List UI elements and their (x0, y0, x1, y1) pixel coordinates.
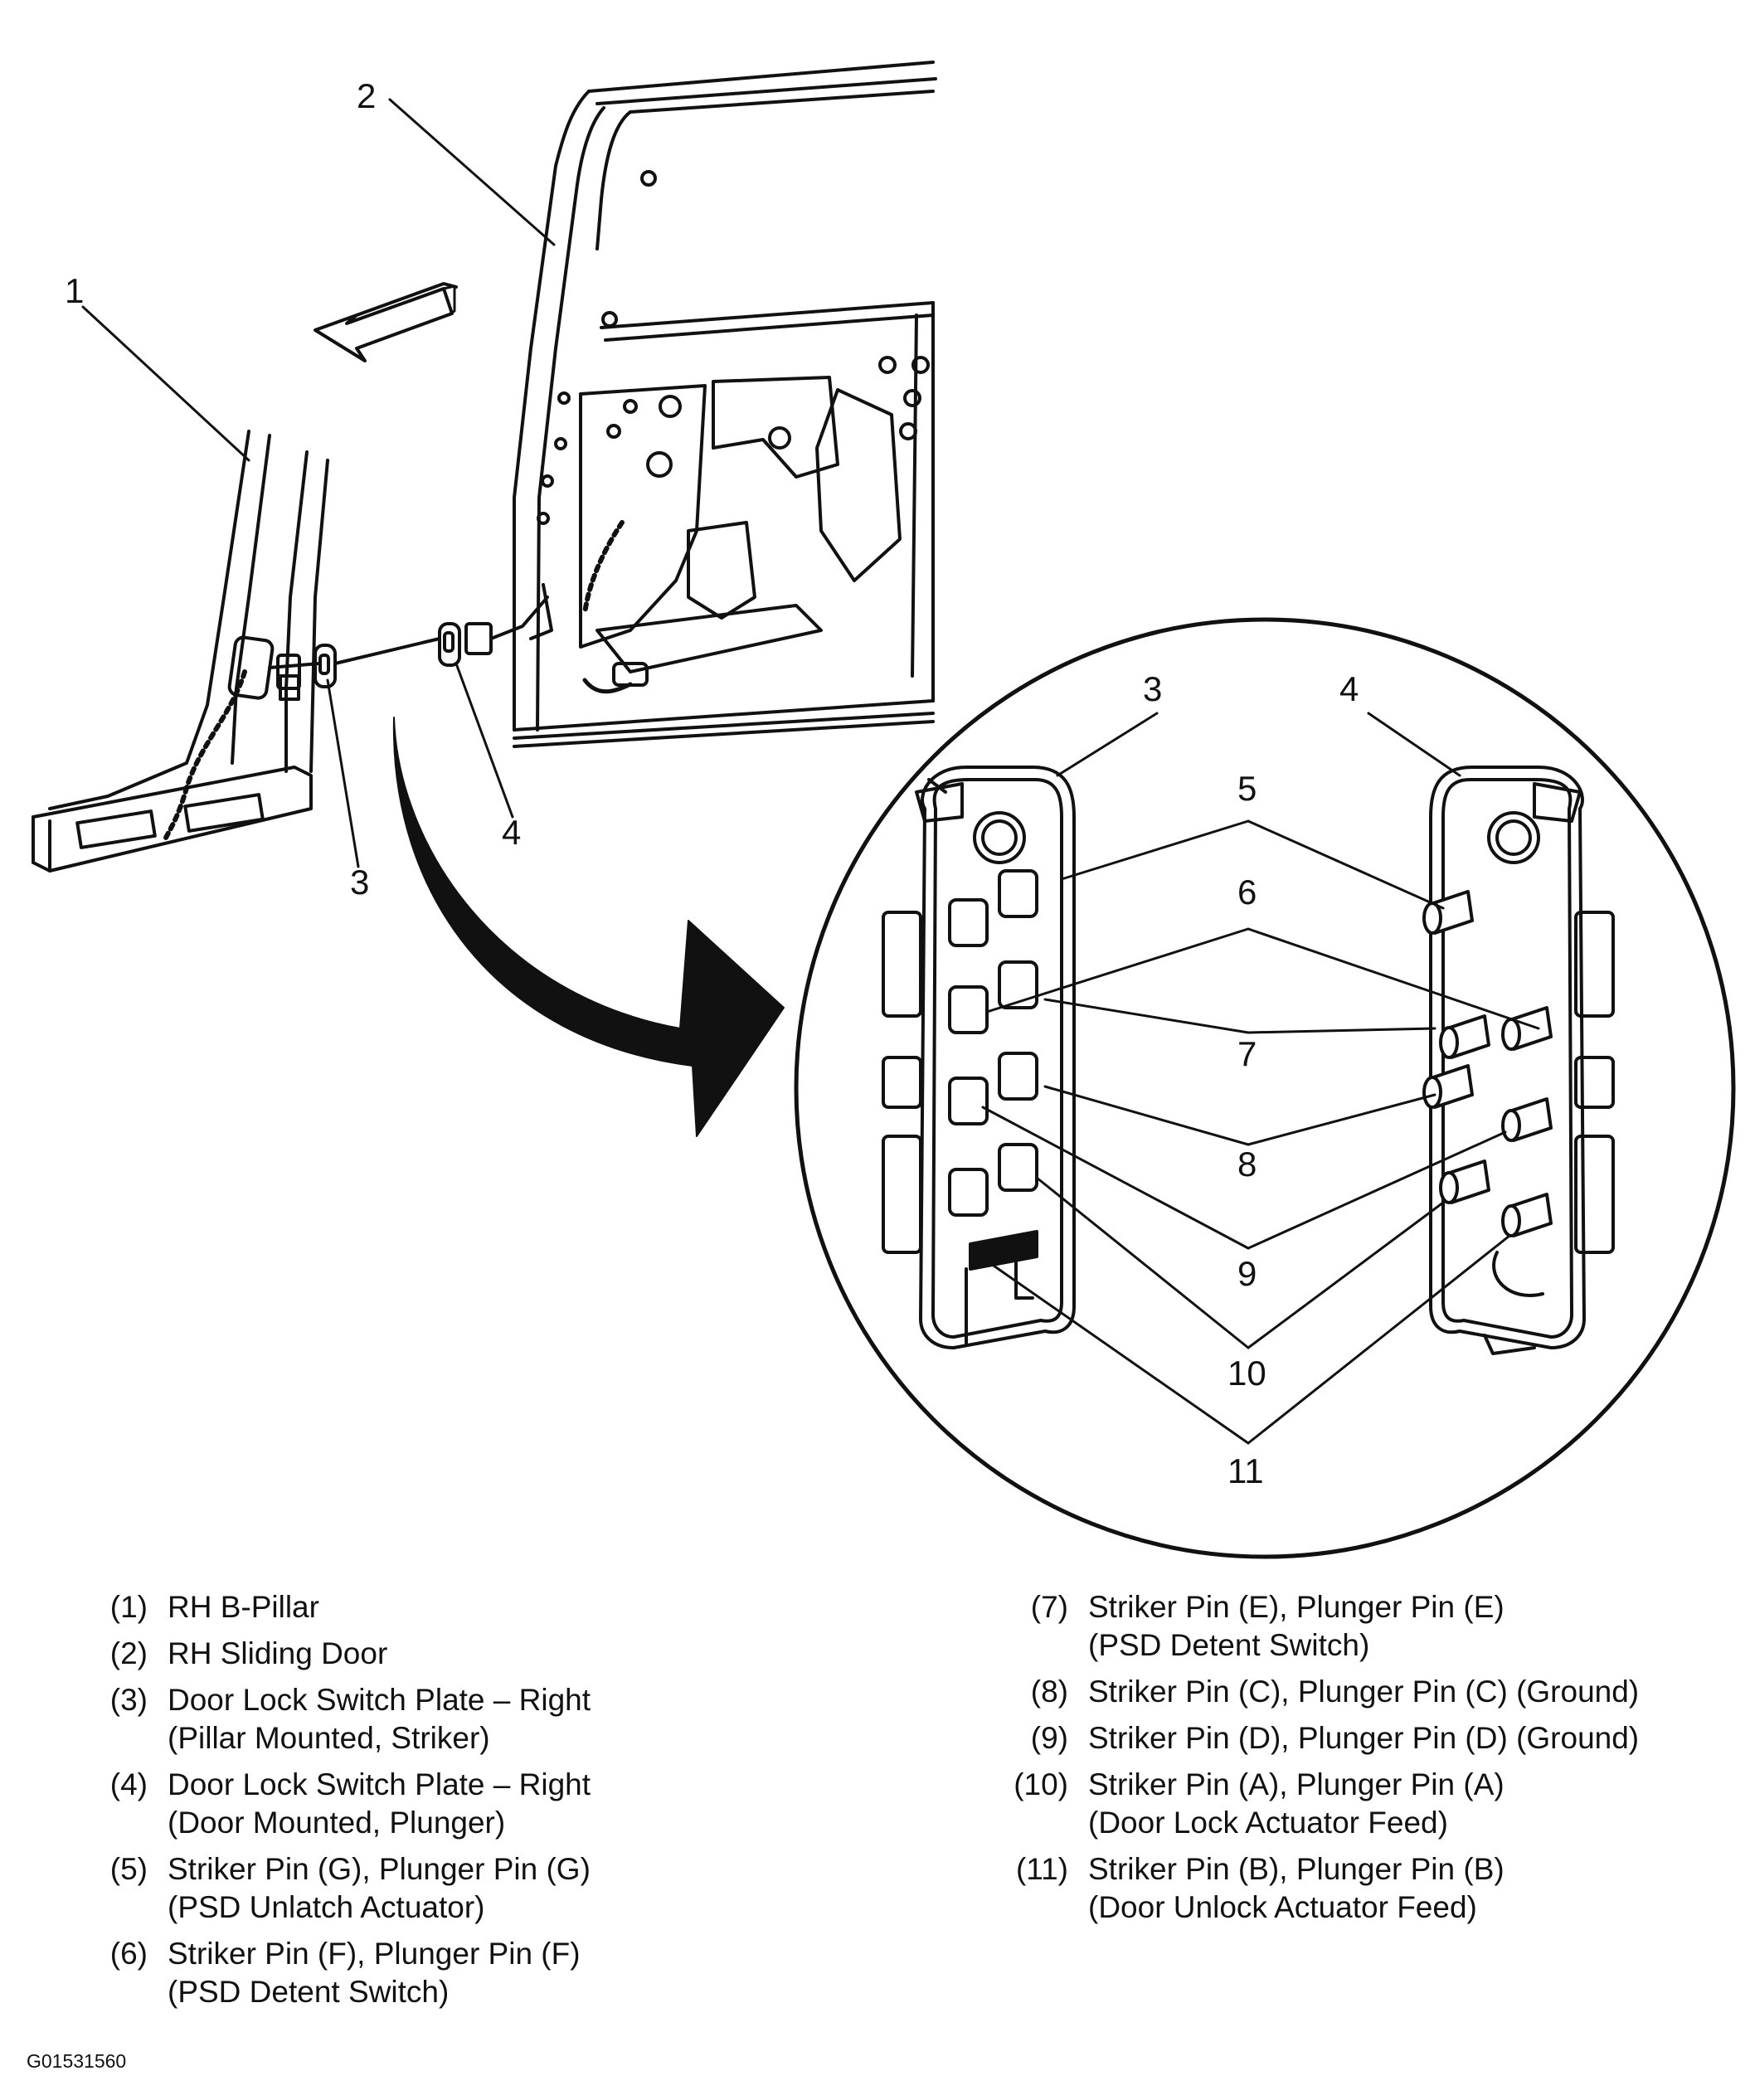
figure-id: G01531560 (27, 2050, 127, 2072)
door-lock-switch-diagram: 1 2 3 4 3 4 5 6 7 8 9 10 11 (32, 61, 1736, 1559)
legend-item-3: (3) Door Lock Switch Plate – Right (Pill… (109, 1683, 591, 1755)
detail-callout-10: 10 (1227, 1354, 1266, 1393)
plunger-plate-detail (1422, 766, 1615, 1355)
detail-callout-6: 6 (1237, 873, 1257, 911)
legend-item-9: (9) Striker Pin (D), Plunger Pin (D) (Gr… (1030, 1721, 1640, 1755)
magnify-arrow (392, 717, 785, 1137)
direction-arrow (314, 282, 458, 362)
legend-left: (1) RH B-Pillar (2) RH Sliding Door (3) … (66, 1588, 813, 2020)
callout-4: 4 (502, 813, 521, 852)
detail-callout-8: 8 (1237, 1145, 1257, 1184)
legend-right: (7) Striker Pin (E), Plunger Pin (E) (PS… (987, 1588, 1733, 1935)
legend-item-2: (2) RH Sliding Door (109, 1636, 388, 1670)
detail-callout-5: 5 (1237, 769, 1257, 808)
legend-item-8: (8) Striker Pin (C), Plunger Pin (C) (Gr… (1030, 1675, 1640, 1709)
legend-item-1: (1) RH B-Pillar (109, 1590, 319, 1624)
legend-item-7: (7) Striker Pin (E), Plunger Pin (E) (PS… (1030, 1590, 1505, 1662)
detail-callout-11: 11 (1227, 1451, 1264, 1490)
callout-2: 2 (357, 76, 376, 115)
leader-lines (81, 98, 1540, 1445)
detail-circle (794, 617, 1736, 1559)
detail-callout-4: 4 (1339, 669, 1359, 708)
legend-item-10: (10) Striker Pin (A), Plunger Pin (A) (D… (1014, 1767, 1505, 1840)
callout-3: 3 (350, 863, 369, 902)
legend-item-6: (6) Striker Pin (F), Plunger Pin (F) (PS… (109, 1937, 581, 2009)
detail-callout-9: 9 (1237, 1254, 1257, 1293)
b-pillar-drawing (32, 430, 329, 873)
sliding-door-drawing (513, 61, 937, 748)
detail-callout-7: 7 (1237, 1034, 1257, 1073)
callout-1: 1 (65, 271, 84, 310)
striker-plate-detail (882, 766, 1076, 1349)
legend-item-4: (4) Door Lock Switch Plate – Right (Door… (109, 1767, 591, 1840)
detail-callout-3: 3 (1143, 669, 1162, 708)
legend-item-11: (11) Striker Pin (B), Plunger Pin (B) (D… (1015, 1852, 1505, 1924)
legend-item-5: (5) Striker Pin (G), Plunger Pin (G) (PS… (109, 1852, 591, 1924)
